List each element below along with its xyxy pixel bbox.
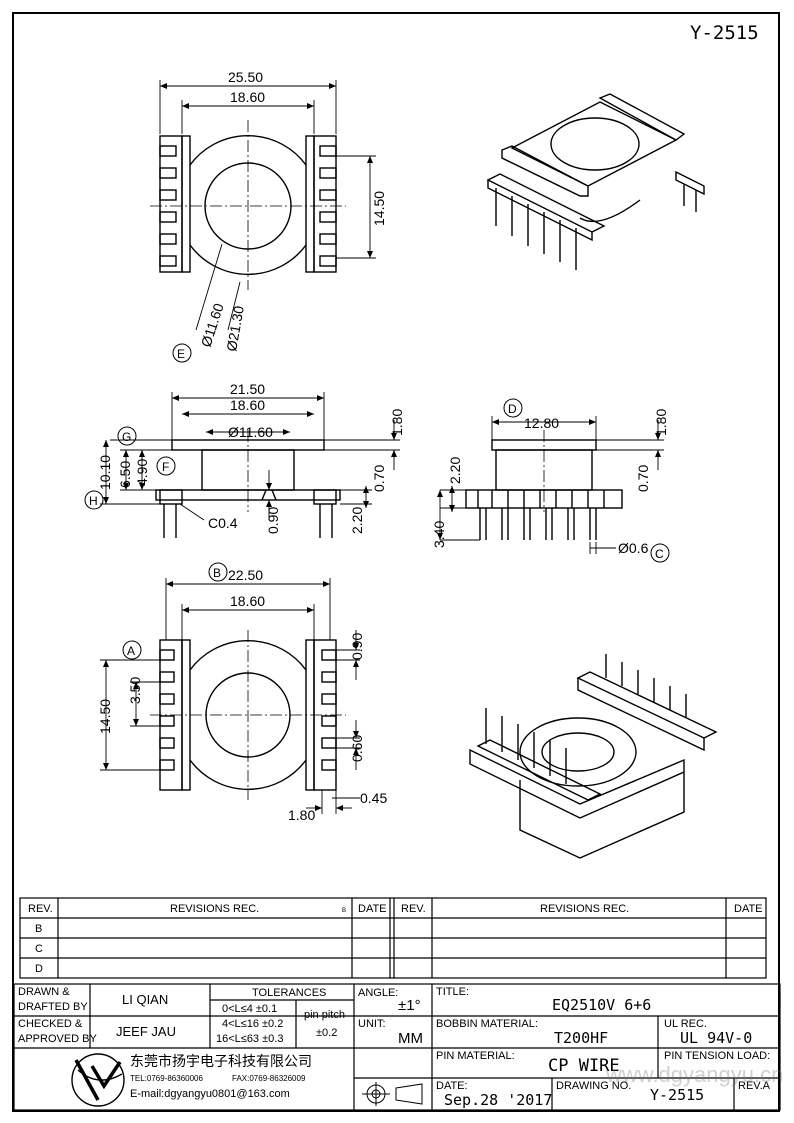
date-value: Sep.28 '2017	[444, 1091, 553, 1109]
dim-bottom-t1: 0.90	[349, 633, 365, 660]
dimension-texts: 25.50 18.60 14.50 Ø11.60 Ø21.30 E 21.50 …	[89, 69, 669, 823]
tolerance-2: 4<L≤16 ±0.2	[222, 1018, 284, 1030]
dim-bottom-inner: 18.60	[230, 593, 265, 609]
dim-front-flange: 1.80	[389, 409, 405, 436]
dim-front-inner: 18.60	[230, 397, 265, 413]
dim-bottom-pitch: 3.50	[127, 677, 143, 704]
drawn-value: LI QIAN	[122, 992, 169, 1007]
checked-label-2: APPROVED BY	[18, 1033, 97, 1045]
dim-bottom-width: 22.50	[228, 567, 263, 583]
checked-value: JEEF JAU	[116, 1024, 176, 1039]
ul-rec-label: UL REC.	[664, 1018, 707, 1030]
dim-side-h2: 3.40	[431, 521, 447, 548]
label-b: B	[213, 566, 221, 580]
drawn-label-1: DRAWN &	[18, 986, 70, 998]
label-h: H	[89, 494, 98, 508]
pin-pitch-value: ±0.2	[316, 1027, 338, 1039]
label-d: D	[508, 402, 517, 416]
date-col-left: DATE	[358, 903, 387, 915]
dim-top-hole: Ø11.60	[198, 301, 227, 349]
pin-material-label: PIN MATERIAL:	[436, 1050, 515, 1062]
pin-material-value: CP WIRE	[548, 1056, 620, 1076]
dim-front-h1: 6.50	[117, 461, 133, 488]
ul-rec-value: UL 94V-0	[680, 1029, 753, 1047]
drawing-no-value: Y-2515	[650, 1086, 705, 1104]
dim-front-pin: 2.20	[349, 507, 365, 534]
bobbin-material-value: T200HF	[554, 1029, 609, 1047]
pin-tension-label: PIN TENSION LOAD:	[664, 1050, 771, 1062]
drawing-no-label: DRAWING NO.	[556, 1080, 632, 1092]
drawn-label-2: DRAFTED BY	[18, 1001, 88, 1013]
drawing-code-header: Y-2515	[690, 22, 759, 44]
tolerances-label: TOLERANCES	[252, 987, 327, 999]
unit-value: MM	[398, 1030, 423, 1047]
company-email: E-mail:dgyangyu0801@163.com	[130, 1088, 290, 1100]
dim-side-pin: Ø0.6	[618, 540, 649, 556]
tolerance-1: 0<L≤4 ±0.1	[222, 1003, 278, 1015]
watermark: www.dgyangyu.cn	[606, 1062, 784, 1087]
date-col-right: DATE	[734, 903, 763, 915]
label-f: F	[162, 460, 169, 474]
dim-bottom-t3: 0.45	[360, 790, 387, 806]
rev-row-d: D	[35, 963, 43, 975]
tolerance-3: 16<L≤63 ±0.3	[216, 1033, 284, 1045]
date-label: DATE:	[436, 1080, 468, 1092]
unit-label: UNIT:	[358, 1018, 386, 1030]
company-fax: FAX:0769-86326009	[232, 1074, 306, 1083]
revisions-col-left: REVISIONS REC.	[170, 903, 260, 915]
dim-top-height: 14.50	[371, 191, 387, 226]
company-name: 东莞市扬宇电子科技有限公司	[130, 1054, 312, 1070]
bobbin-material-label: BOBBIN MATERIAL:	[436, 1018, 538, 1030]
angle-label: ANGLE:	[358, 987, 399, 999]
technical-drawing: 25.50 18.60 14.50 Ø11.60 Ø21.30 E 21.50 …	[84, 69, 718, 859]
company-tel: TEL:0769-86360006	[130, 1074, 203, 1083]
revisions-col-right: REVISIONS REC.	[540, 903, 630, 915]
center-lines	[150, 120, 545, 800]
rev-row-b: B	[35, 923, 43, 935]
dim-side-h1: 2.20	[447, 457, 463, 484]
label-a: A	[127, 644, 135, 658]
reference-circles	[84, 343, 670, 660]
title-label: TITLE:	[436, 986, 470, 998]
angle-value: ±1°	[398, 997, 421, 1014]
rev-row-c: C	[35, 943, 43, 955]
dim-side-gap: 0.70	[635, 465, 651, 492]
rev-col-left: REV.	[28, 903, 53, 915]
dim-front-h2: 4.90	[134, 459, 150, 486]
dim-front-chamfer: C0.4	[208, 515, 238, 531]
label-g: G	[122, 430, 131, 444]
dim-top-overall-width: 25.50	[228, 69, 263, 85]
label-e: E	[177, 347, 185, 361]
dim-bottom-h: 14.50	[97, 699, 113, 734]
dim-bottom-t2: 0.60	[349, 735, 365, 762]
dim-front-slot: 0.90	[265, 507, 281, 534]
dim-front-gap: 0.70	[371, 465, 387, 492]
sheet-border	[12, 12, 780, 1112]
revision-label: REV.A	[738, 1080, 771, 1092]
checked-label-1: CHECKED &	[18, 1018, 83, 1030]
pin-pitch-label: pin pitch	[304, 1009, 345, 1021]
rev-col-right: REV.	[401, 903, 426, 915]
dim-side-width: 12.80	[524, 415, 559, 431]
title-value: EQ2510V 6+6	[552, 996, 652, 1014]
dim-front-hole: Ø11.60	[228, 424, 273, 440]
dim-top-inner-width: 18.60	[230, 89, 265, 105]
label-c: C	[655, 547, 664, 561]
isometric-view-bottom	[469, 654, 718, 859]
dim-front-width: 21.50	[230, 381, 265, 397]
revisions-mark-left: B	[342, 908, 347, 914]
isometric-view-top	[486, 93, 705, 270]
top-view	[159, 134, 337, 276]
dim-front-h-total: 10.10	[97, 455, 113, 490]
dim-bottom-t4: 1.80	[288, 807, 315, 823]
dimension-lines	[100, 80, 664, 814]
dim-top-outer: Ø21.30	[223, 304, 247, 352]
dim-side-flange: 1.80	[653, 409, 669, 436]
